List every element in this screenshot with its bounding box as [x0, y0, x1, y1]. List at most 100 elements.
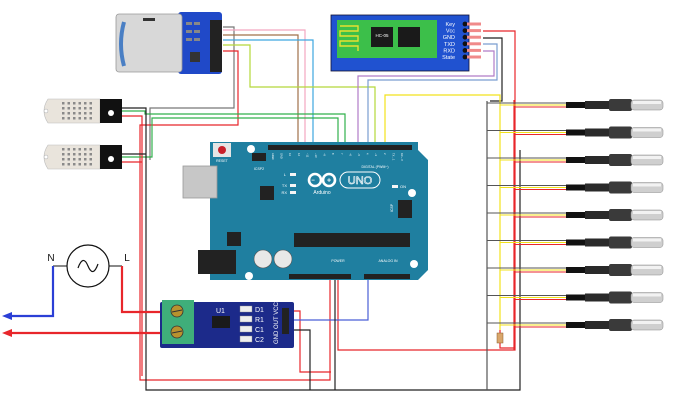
bt-chip — [371, 27, 393, 47]
acs-part-label: D1 — [255, 307, 264, 314]
wire-acs-out — [290, 280, 369, 321]
bt-pin — [462, 54, 468, 60]
acs-part-label: C1 — [255, 327, 264, 334]
led-l — [290, 173, 296, 176]
temperature-probe — [566, 291, 664, 304]
uno-badge — [339, 171, 381, 189]
digital-pin-label: GND — [280, 153, 284, 159]
icsp2-label: ICSP2 — [254, 167, 264, 171]
temperature-probes — [566, 99, 664, 331]
mount-hole — [410, 260, 418, 268]
digital-pin-label: 12 — [297, 153, 301, 156]
analog-header — [364, 274, 410, 279]
wire-sd-pink — [223, 29, 306, 145]
wire-bt-vcc — [337, 30, 516, 351]
digital-pin-label: 8 — [331, 153, 335, 155]
wire-bt-gnd — [483, 37, 503, 102]
wire-dht1-data — [122, 110, 346, 145]
wires — [122, 26, 521, 391]
sd-slot-notch — [143, 18, 155, 21]
icsp-header — [398, 200, 412, 218]
wire-dht-vcc — [122, 115, 143, 376]
wire-acs-gnd — [290, 329, 311, 390]
wire-sd-brown — [223, 34, 299, 145]
bt-chip-2 — [398, 27, 420, 47]
probe-wires — [487, 102, 567, 328]
capacitor — [273, 249, 293, 269]
sd-header — [210, 20, 222, 72]
arduino-logo — [307, 172, 337, 188]
digital-pin-label: AREF — [271, 153, 275, 160]
bt-chip-label: HC-05 — [375, 33, 389, 38]
reset-label: RESET — [216, 159, 229, 163]
bt-pin-label: GND — [443, 35, 455, 41]
pullup-resistor — [496, 332, 504, 344]
sd-slot-edge — [119, 21, 126, 67]
led-tx-label: TX — [282, 183, 287, 188]
bt-pin-lead — [467, 55, 481, 59]
bt-pin-lead — [467, 22, 481, 26]
led-l-label: L — [284, 172, 287, 177]
ac-source: N L — [2, 244, 168, 337]
acs-smd-part — [239, 315, 253, 323]
digital-pin-label: ~3 — [374, 153, 378, 157]
sine-wave-icon — [77, 259, 99, 273]
bt-pin-lead — [467, 42, 481, 46]
load-arrow-icon — [2, 329, 12, 337]
voltage-regulator — [227, 232, 241, 246]
mount-hole — [408, 189, 416, 197]
bt-pin — [462, 41, 468, 47]
wire-acs-vcc — [290, 310, 331, 373]
bt-pin — [462, 34, 468, 40]
acs-pins-label: GND OUT VCC — [274, 301, 280, 344]
model-label: UNO — [348, 175, 373, 187]
bt-pin — [462, 21, 468, 27]
neutral-arrow-icon — [2, 312, 12, 320]
digital-pin-label: ~9 — [323, 153, 327, 157]
bt-antenna — [339, 25, 359, 51]
temperature-probe — [566, 154, 664, 166]
digital-header — [268, 145, 412, 150]
line-wire — [120, 266, 168, 314]
bt-pin-label: State — [442, 55, 455, 61]
digital-pin-label: ~6 — [348, 153, 352, 157]
mount-hole — [245, 272, 253, 280]
dht-sensors — [43, 98, 122, 170]
bt-pin-label: RXD — [443, 48, 455, 54]
wire-sd-lightgreen — [223, 44, 376, 145]
digital-pin-label: TX→1 — [391, 153, 395, 161]
acs-smd-part — [239, 325, 253, 333]
led-tx — [290, 184, 296, 187]
reset-button-cap — [218, 146, 226, 154]
icsp-label: ICSP — [390, 203, 394, 212]
power-header — [289, 274, 351, 279]
wire-sd-blue — [223, 39, 314, 145]
bt-pin-lead — [467, 48, 481, 52]
led-on-label: ON — [400, 184, 406, 189]
atmega-chip — [294, 233, 410, 247]
sd-card-slot — [115, 13, 183, 73]
digital-pin-label: 4 — [366, 153, 370, 155]
usb-port — [182, 165, 218, 199]
power-jack — [198, 250, 236, 274]
logo-plus: + — [327, 178, 331, 185]
dht-sensor — [43, 98, 122, 124]
bt-pin — [462, 48, 468, 53]
digital-pin-label: 13 — [288, 153, 292, 156]
digital-pin-label: 7 — [340, 153, 344, 155]
wire-dht-gnd — [122, 107, 521, 391]
brand-label: Arduino — [313, 190, 330, 196]
acs-smd-part — [239, 305, 253, 313]
capacitor — [253, 249, 273, 269]
bt-pin-lead — [467, 29, 481, 33]
temperature-probe — [566, 319, 664, 331]
acs-pin-labels: GND OUT VCC — [274, 301, 280, 344]
power-label: POWER — [331, 259, 345, 263]
acs-header — [282, 308, 289, 334]
line-label: L — [124, 253, 130, 264]
acs-part-label: C2 — [255, 337, 264, 344]
wire-sd-vcc — [139, 50, 331, 381]
neutral-wire — [8, 266, 55, 318]
